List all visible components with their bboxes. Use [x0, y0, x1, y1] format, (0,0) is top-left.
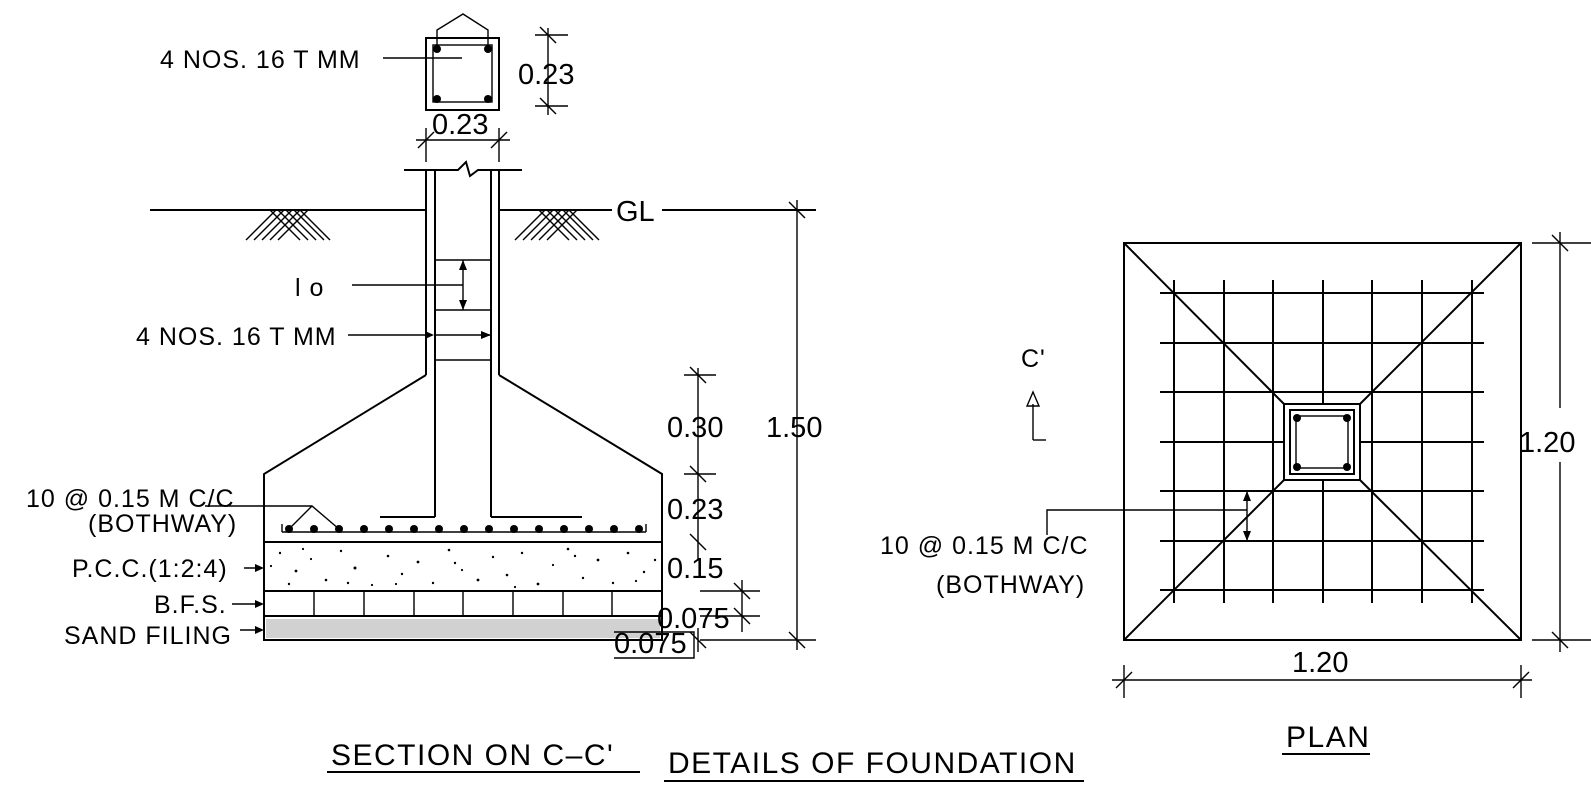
plan-column-bar [1293, 414, 1301, 422]
plan-spacing-arrowhead-bottom [1243, 531, 1251, 541]
plan-spacing-arrowhead-top [1243, 491, 1251, 501]
layer-dimension-chain [684, 366, 760, 652]
pcc-arrow [255, 564, 264, 572]
column-width-value: 0.23 [432, 109, 488, 141]
section-mark-arrowhead [1025, 390, 1041, 407]
column-bars-label-2: 4 NOS. 16 T MM [136, 323, 337, 351]
column-break-line [404, 160, 522, 178]
column-cross-section [383, 13, 500, 111]
bfs-blocks [313, 591, 613, 616]
column-depth-value: 0.23 [518, 59, 574, 91]
section-mark-label: C' [1021, 345, 1046, 373]
plan-diagonals [1123, 242, 1522, 641]
slope-depth-value: 0.30 [667, 412, 723, 444]
sand-layer [263, 615, 663, 641]
plan-column-ties [1295, 415, 1349, 469]
sand-arrow [255, 626, 264, 634]
bfs-label: B.F.S. [154, 591, 227, 619]
column-bars-arrow [425, 331, 434, 339]
earth-hatch-right [514, 209, 600, 241]
plan-column-bar [1343, 414, 1351, 422]
column-width-dimension [416, 128, 510, 162]
pcc-layer [263, 541, 663, 592]
ground-level-label: GL [616, 196, 655, 228]
plan-width-dimension [1112, 665, 1532, 698]
footing-outline [263, 374, 663, 543]
plan-column-bar [1293, 463, 1301, 471]
column-bars-label: 4 NOS. 16 T MM [160, 46, 361, 74]
sand-fill [266, 619, 660, 638]
plan-footing-outline [1123, 242, 1522, 641]
plan-title: PLAN [1286, 721, 1370, 754]
bfs-depth-value: 0.075 [657, 603, 730, 635]
plan-column-bar [1343, 463, 1351, 471]
plan-width-value: 1.20 [1292, 647, 1348, 679]
plan-view: 10 @ 0.15 M C/C (BOTHWAY) C' 1.20 1.20 [880, 232, 1591, 755]
section-view: 4 NOS. 16 T MM 0.23 0.23 GL [26, 13, 822, 773]
earth-hatch-left [245, 209, 331, 241]
drawing-title: DETAILS OF FOUNDATION [668, 747, 1077, 780]
column-depth-dimension [535, 26, 568, 115]
mesh-bothway-label: (BOTHWAY) [88, 510, 237, 538]
sand-dim-frame [614, 631, 695, 659]
mesh-bars-label: 10 @ 0.15 M C/C [26, 485, 235, 513]
tie-spacing-label: l o [295, 274, 324, 302]
total-depth-dimension [700, 200, 816, 650]
pcc-depth-value: 0.15 [667, 553, 723, 585]
plan-mesh-bothway-label: (BOTHWAY) [936, 571, 1085, 599]
pcc-label: P.C.C.(1:2:4) [72, 555, 228, 583]
sand-label: SAND FILING [64, 622, 232, 650]
bfs-arrow [255, 600, 264, 608]
pcc-speckle [269, 547, 657, 589]
column-shaft [380, 170, 582, 518]
plan-height-value: 1.20 [1519, 427, 1575, 459]
sand-depth-value: 0.075 [614, 628, 687, 660]
base-depth-value: 0.23 [667, 494, 723, 526]
footing-mesh-bars [205, 505, 647, 533]
plan-column-inner [1289, 409, 1355, 475]
plan-mesh-bars-label: 10 @ 0.15 M C/C [880, 532, 1089, 560]
plan-height-dimension [1532, 232, 1591, 652]
plan-mesh-grid [1160, 280, 1484, 603]
section-title: SECTION ON C–C' [331, 739, 614, 772]
total-depth-value: 1.50 [766, 412, 822, 444]
plan-mesh-leader [1046, 509, 1247, 535]
